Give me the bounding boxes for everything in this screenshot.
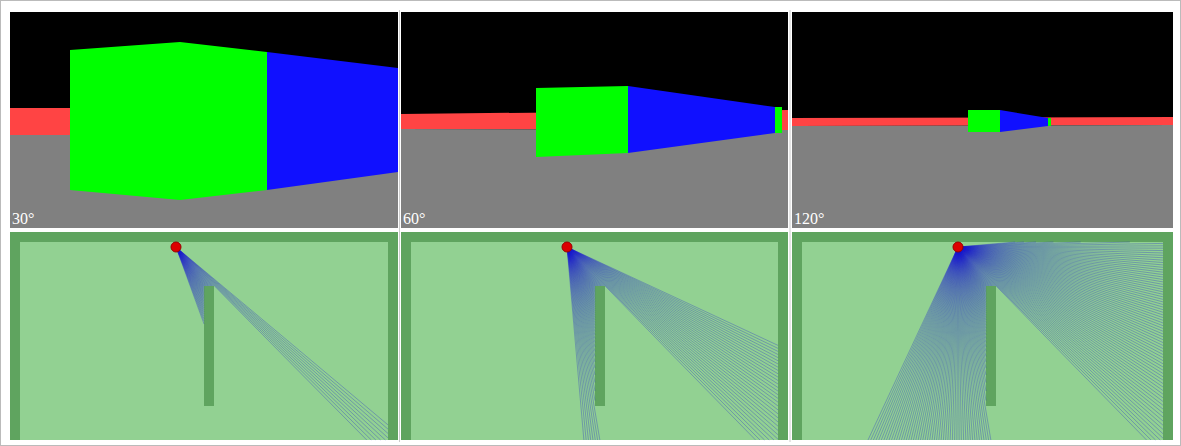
ray — [567, 247, 598, 440]
ray-fan — [176, 247, 388, 440]
ray — [958, 247, 968, 440]
ray — [958, 247, 961, 440]
wall — [1163, 232, 1173, 440]
ray — [958, 243, 1163, 247]
wall — [778, 232, 788, 440]
fov-label: 60° — [403, 210, 425, 228]
ray — [567, 247, 756, 440]
wall — [792, 232, 1173, 242]
render-view — [10, 12, 398, 228]
ray — [567, 247, 760, 440]
ray-fan — [868, 242, 1163, 440]
ray — [567, 247, 588, 440]
ray — [868, 247, 958, 440]
ray — [958, 247, 966, 440]
top-down-map — [401, 232, 788, 440]
ray — [958, 247, 991, 440]
ray — [958, 247, 986, 440]
wall — [986, 286, 996, 406]
ray — [958, 247, 982, 440]
ray — [958, 247, 989, 440]
wall — [595, 286, 605, 406]
ray — [567, 247, 591, 440]
ray — [176, 247, 204, 324]
viewer-dot — [562, 242, 572, 252]
wall — [10, 232, 398, 242]
top-down-map — [792, 232, 1173, 440]
ray — [176, 247, 367, 440]
ray — [176, 247, 376, 440]
ray — [958, 247, 975, 440]
ray — [567, 247, 595, 440]
ray — [567, 247, 765, 440]
ray — [958, 247, 979, 440]
ray-fan — [567, 247, 778, 440]
render-view — [792, 12, 1173, 228]
render-view — [401, 12, 788, 228]
ray — [958, 247, 973, 440]
viewer-dot — [953, 242, 963, 252]
ray — [567, 247, 774, 440]
ray — [567, 247, 584, 440]
wall — [792, 232, 802, 440]
ray — [567, 247, 769, 440]
ray — [958, 247, 1156, 440]
wall — [388, 232, 398, 440]
ray — [567, 247, 778, 439]
wall — [204, 286, 214, 406]
ray — [176, 247, 371, 440]
fov-label: 30° — [12, 210, 34, 228]
ray — [567, 247, 593, 440]
ray — [958, 247, 984, 440]
ray — [176, 247, 381, 440]
ray — [567, 247, 600, 440]
wall — [10, 232, 20, 440]
ray — [958, 247, 977, 440]
ray — [176, 247, 385, 440]
ray — [958, 247, 1147, 440]
ray — [958, 247, 1151, 440]
ray — [958, 247, 970, 440]
viewer-dot — [171, 242, 181, 252]
wall — [401, 232, 411, 440]
ray — [958, 247, 1160, 440]
ray — [958, 247, 964, 440]
ray — [567, 247, 586, 440]
wall — [401, 232, 788, 242]
top-down-map — [10, 232, 398, 440]
fov-label: 120° — [794, 210, 824, 228]
